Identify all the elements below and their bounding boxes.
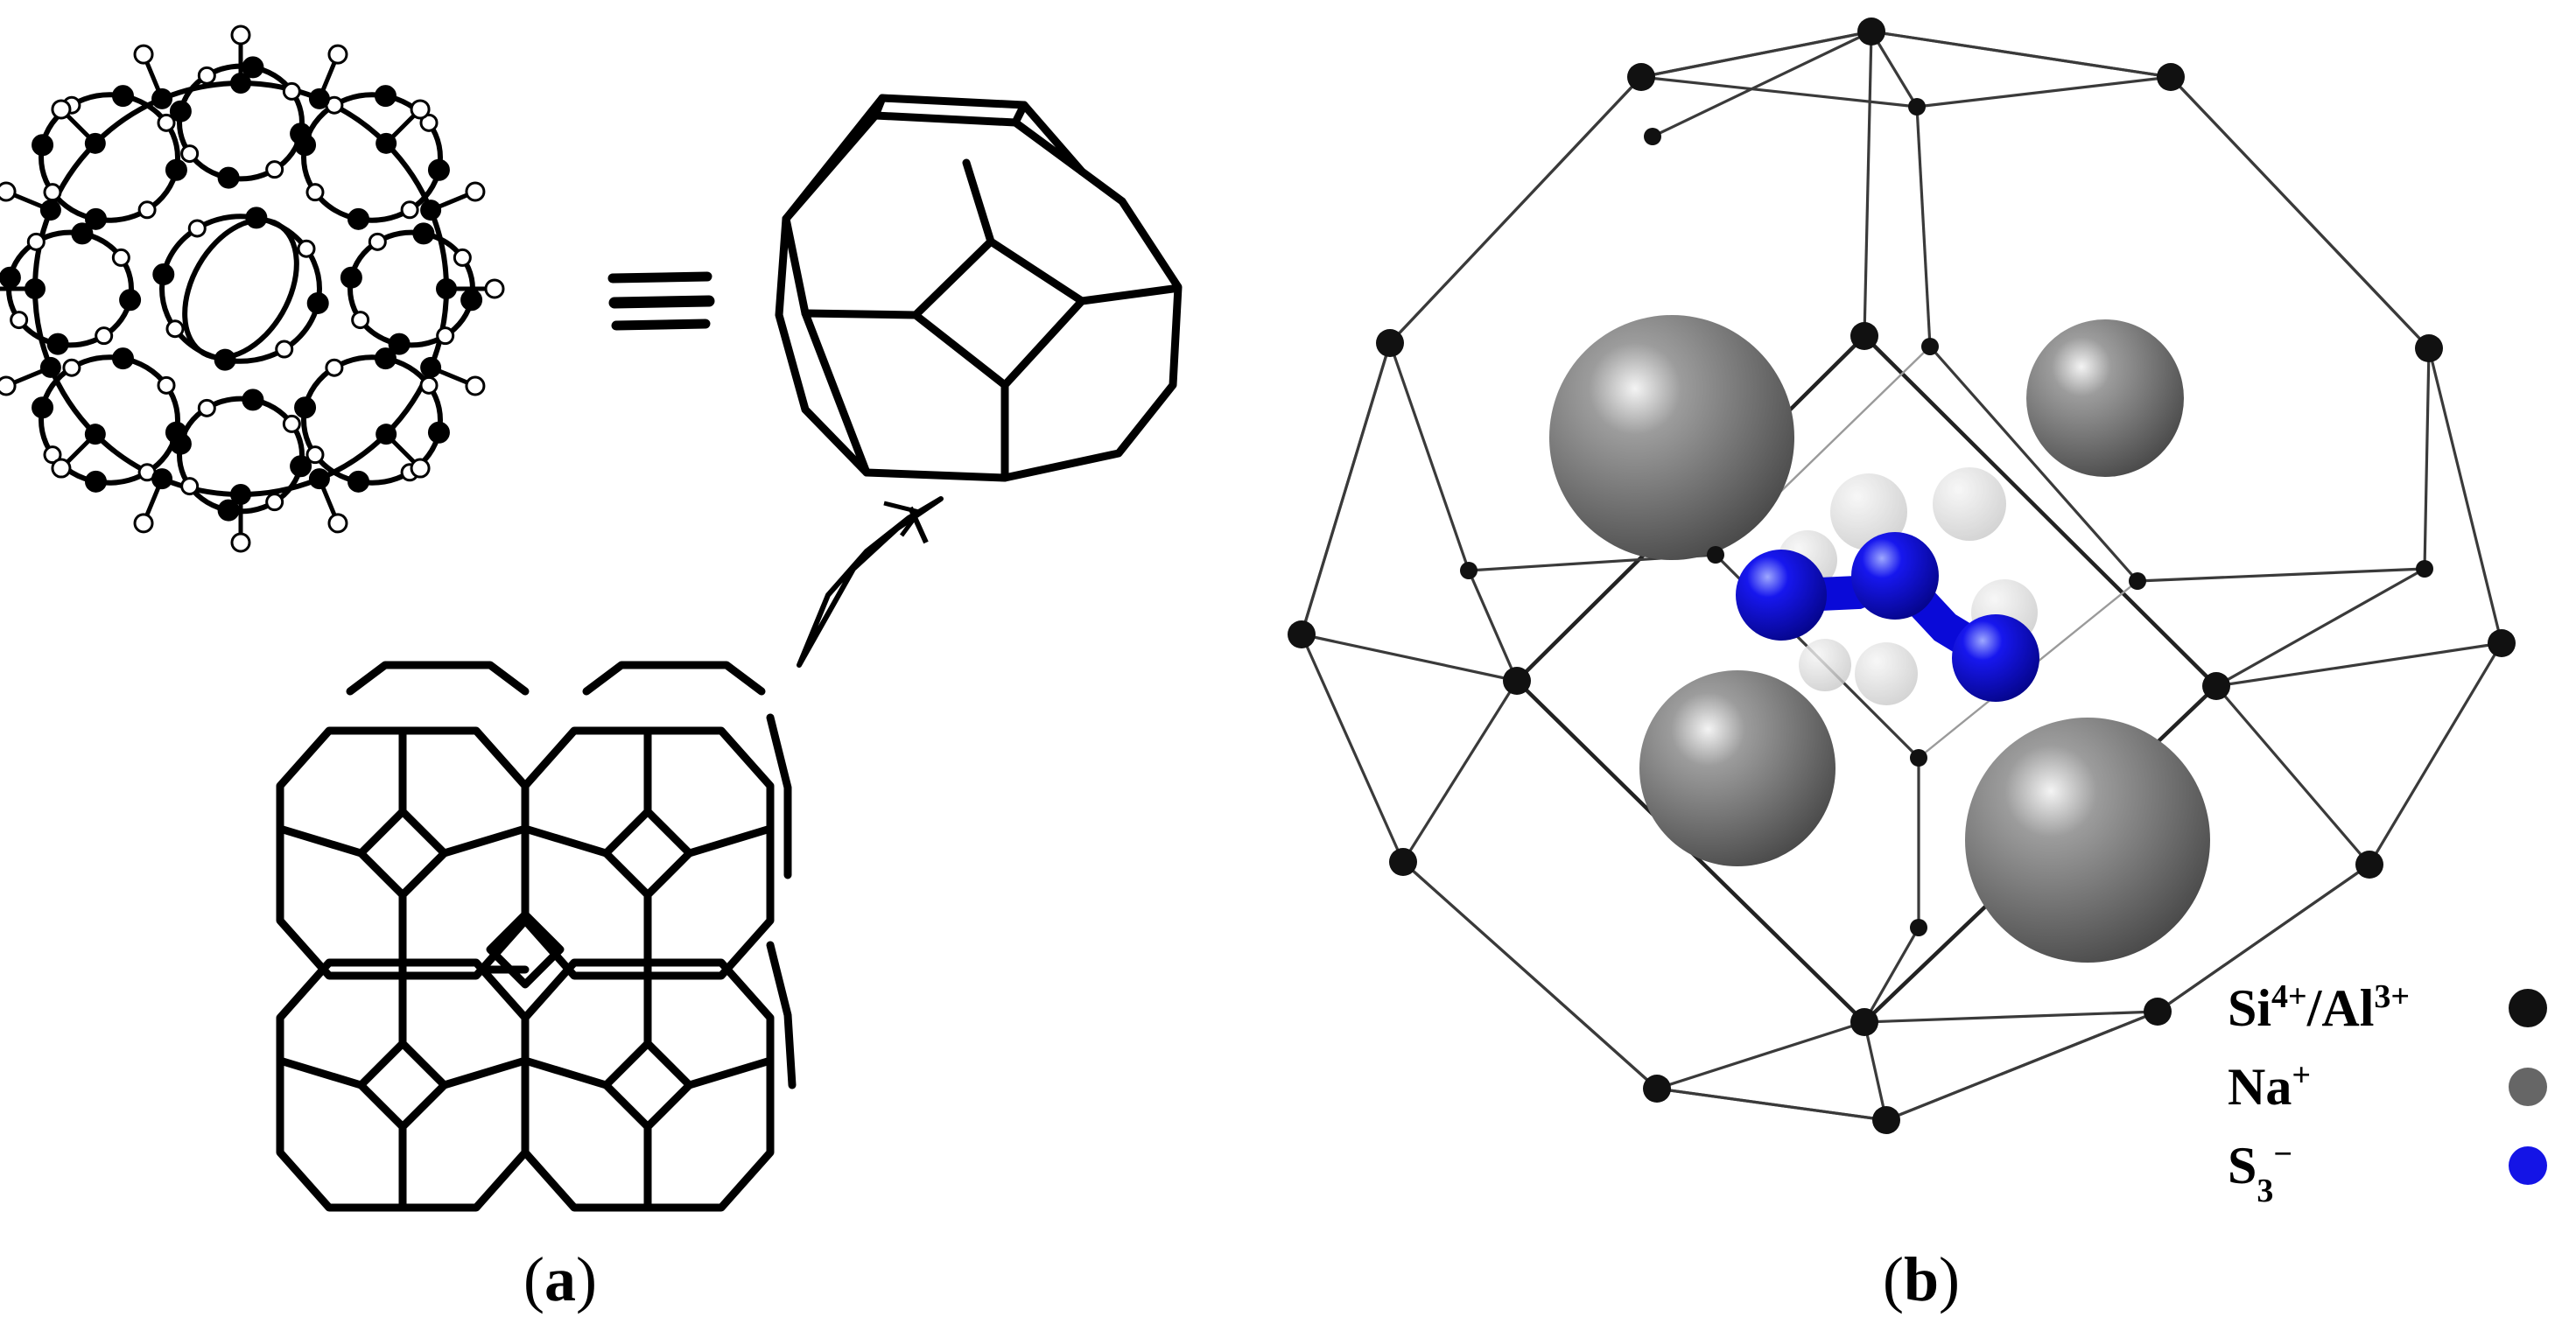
panel-b-label: (b) (1883, 1244, 1960, 1314)
framework-atom (2415, 334, 2443, 362)
framework-atom (1288, 620, 1316, 648)
framework-atom (1627, 63, 1655, 91)
framework-atom (1644, 128, 1661, 145)
framework-atom (1503, 667, 1531, 695)
sodium-ion (1639, 670, 1835, 866)
panel-a: (a) (0, 25, 1183, 1314)
framework-atom (2355, 851, 2383, 879)
legend-label-s3: S3− (2228, 1136, 2292, 1209)
framework-atom (1872, 1106, 1900, 1134)
panel-a-label: (a) (523, 1244, 597, 1314)
framework-atom (1643, 1075, 1671, 1103)
framework-atom (1857, 18, 1885, 46)
framework-atom (1910, 919, 1927, 936)
legend: Si4+/Al3+ Na+ S3− (2228, 978, 2547, 1209)
sodium-ion (2026, 319, 2184, 477)
framework-atom (1921, 338, 1939, 355)
atomistic-cage-sketch (0, 25, 505, 553)
equivalence-symbol (607, 271, 715, 331)
framework-atom (2129, 572, 2146, 590)
legend-swatch-si_al (2509, 989, 2547, 1027)
framework-atom (1460, 562, 1478, 579)
legend-swatch-na (2509, 1068, 2547, 1106)
panel-b: Si4+/Al3+ Na+ S3− (b) (1288, 18, 2547, 1314)
framework-atom (2144, 998, 2172, 1026)
sodium-ion (1965, 718, 2210, 963)
packed-cages-sketch (276, 661, 797, 1212)
framework-atom (1376, 329, 1404, 357)
framework-atom (1850, 1008, 1878, 1036)
s3-anion (1736, 532, 2039, 702)
framework-atom (2202, 672, 2230, 700)
framework-atom (1910, 749, 1927, 767)
truncated-octahedron-sketch (775, 94, 1183, 482)
sodium-ion (1549, 315, 1794, 560)
legend-label-na: Na+ (2228, 1057, 2311, 1116)
framework-atom (1908, 98, 1926, 116)
framework-atom (1389, 848, 1417, 876)
legend-label-si_al: Si4+/Al3+ (2228, 978, 2410, 1037)
framework-atoms (1288, 18, 2516, 1134)
framework-atom (2157, 63, 2185, 91)
framework-atom (2488, 629, 2516, 657)
framework-atom (2416, 560, 2433, 578)
framework-atom (1707, 546, 1724, 564)
legend-swatch-s3 (2509, 1146, 2547, 1185)
arrow-icon (797, 496, 944, 668)
sodium-ions (1549, 315, 2210, 963)
framework-atom (1850, 322, 1878, 350)
